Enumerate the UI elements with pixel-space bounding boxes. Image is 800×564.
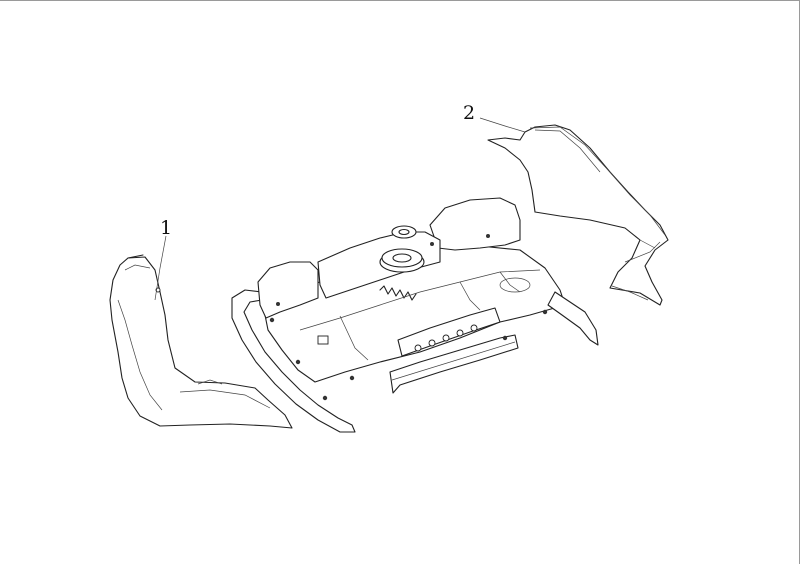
callout-label-1: 1 <box>160 217 172 239</box>
leader-line-1 <box>154 235 167 301</box>
part-2-right-deflector <box>487 124 669 306</box>
leader-line-2 <box>479 117 526 133</box>
mower-deck-assembly <box>231 197 599 433</box>
frame-border-top <box>0 0 800 1</box>
callout-leaders <box>154 117 526 301</box>
callout-label-2: 2 <box>463 102 475 124</box>
